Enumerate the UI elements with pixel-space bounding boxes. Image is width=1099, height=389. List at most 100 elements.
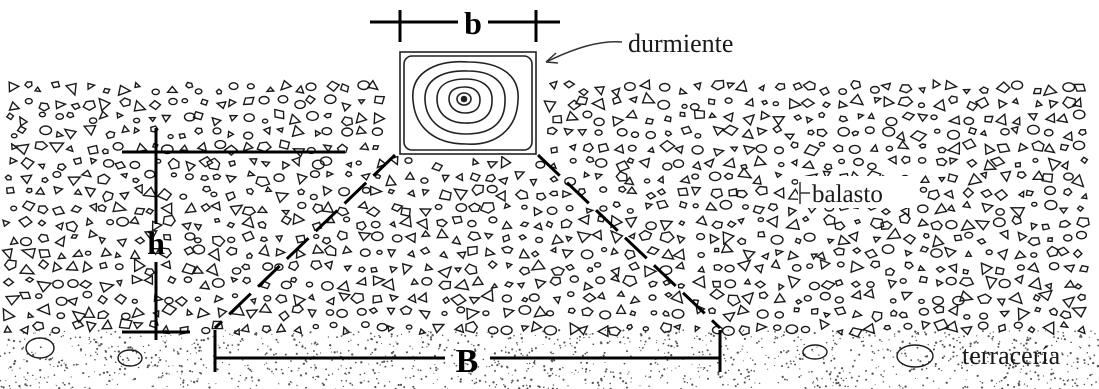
subgrade-dot [70, 376, 72, 378]
ballast-stone [71, 319, 85, 330]
ballast-stone [357, 231, 372, 242]
subgrade-dot [342, 385, 345, 388]
ballast-stone [20, 156, 36, 170]
ballast-stone [212, 173, 222, 181]
ballast-stone [516, 282, 526, 290]
subgrade-dot [1063, 383, 1066, 386]
subgrade-dot [1025, 342, 1028, 345]
ballast-stone [918, 307, 930, 316]
ballast-stone [871, 310, 883, 323]
ballast-stone [808, 281, 821, 291]
subgrade-dot [477, 343, 480, 347]
subgrade-dot [340, 379, 343, 382]
ballast-stone [712, 125, 725, 137]
ballast-stone [935, 265, 946, 274]
ballast-stone [35, 303, 51, 316]
ballast-stone [832, 144, 844, 153]
ballast-stone [836, 261, 845, 268]
subgrade-dot [724, 336, 726, 339]
subgrade-dot [1008, 349, 1011, 351]
ballast-stone [277, 95, 289, 104]
subgrade-dot [833, 367, 835, 369]
subgrade-dot [1044, 359, 1047, 361]
subgrade-dot [228, 372, 231, 375]
ballast-stone [610, 266, 620, 278]
ballast-stone [307, 308, 318, 319]
subgrade-dot [164, 341, 167, 344]
ballast-stone [933, 202, 948, 215]
ballast-stone [65, 111, 75, 119]
subgrade-dot [186, 359, 189, 361]
subgrade-dot [1013, 338, 1016, 341]
ballast-stone [932, 234, 945, 248]
subgrade-dot [675, 331, 678, 335]
subgrade-dot [674, 340, 677, 343]
ballast-stone [656, 199, 669, 210]
subgrade-dot [200, 372, 203, 375]
subgrade-dot [363, 380, 365, 382]
ballast-stone [67, 176, 82, 187]
ballast-stone [887, 279, 898, 290]
subgrade-dot [591, 381, 594, 385]
ballast-stone [291, 304, 305, 314]
subgrade-dot [956, 339, 958, 342]
subgrade-dot [267, 329, 270, 331]
ballast-stone [1026, 261, 1040, 273]
subgrade-dot [56, 365, 59, 368]
subgrade-dot [22, 346, 25, 349]
subgrade-dot [200, 358, 203, 361]
subgrade-dot [172, 365, 174, 367]
subgrade-dot [795, 356, 797, 358]
subgrade-dot [368, 363, 370, 365]
subgrade-dot [24, 338, 26, 340]
subgrade-dot [1020, 342, 1022, 345]
subgrade-dot [1086, 352, 1089, 354]
subgrade-dot [47, 376, 49, 378]
ballast-stone [742, 204, 750, 210]
ballast-stone [33, 85, 42, 93]
ballast-stone [1011, 215, 1022, 226]
ballast-stone [1017, 189, 1025, 199]
subgrade-dot [1071, 385, 1074, 387]
ballast-stone [722, 111, 734, 123]
subgrade-dot [371, 351, 374, 354]
subgrade-dot [526, 370, 528, 372]
ballast-stone [98, 236, 107, 245]
ballast-stone [297, 188, 306, 196]
subgrade-dot [670, 354, 673, 357]
ballast-stone [609, 229, 624, 245]
ballast-stone [1072, 109, 1086, 120]
subgrade-dot [663, 368, 666, 371]
subgrade-dot [1034, 371, 1037, 374]
ballast-stone [386, 248, 397, 259]
subgrade-dot [484, 374, 487, 377]
subgrade-dot [264, 353, 267, 356]
ballast-stone [1062, 130, 1073, 142]
subgrade-dot [466, 363, 469, 366]
ballast-stone [833, 306, 847, 316]
subgrade-dot [89, 340, 92, 343]
subgrade-dot [434, 363, 436, 366]
subgrade-dot [860, 340, 863, 343]
subgrade-dot [1007, 367, 1011, 370]
ballast-stone [329, 321, 338, 329]
ballast-stone [999, 170, 1012, 183]
subgrade-dot [945, 336, 947, 338]
subgrade-dot [475, 378, 477, 380]
ballast-stone [879, 82, 892, 91]
subgrade-dot [15, 381, 17, 384]
ballast-stone [297, 201, 307, 210]
subgrade-dot [868, 334, 871, 337]
ballast-stone [615, 170, 628, 182]
subgrade-dot [1066, 363, 1069, 366]
ballast-stone [1027, 276, 1042, 291]
subgrade-dot [787, 366, 790, 369]
ballast-stone [521, 204, 528, 210]
subgrade-dot [429, 338, 433, 341]
subgrade-dot [730, 356, 733, 359]
subgrade-dot [1033, 351, 1035, 353]
ballast-stone [99, 281, 116, 294]
ballast-stone [861, 322, 876, 335]
subgrade-dot [501, 378, 504, 381]
subgrade-dot [500, 349, 503, 352]
